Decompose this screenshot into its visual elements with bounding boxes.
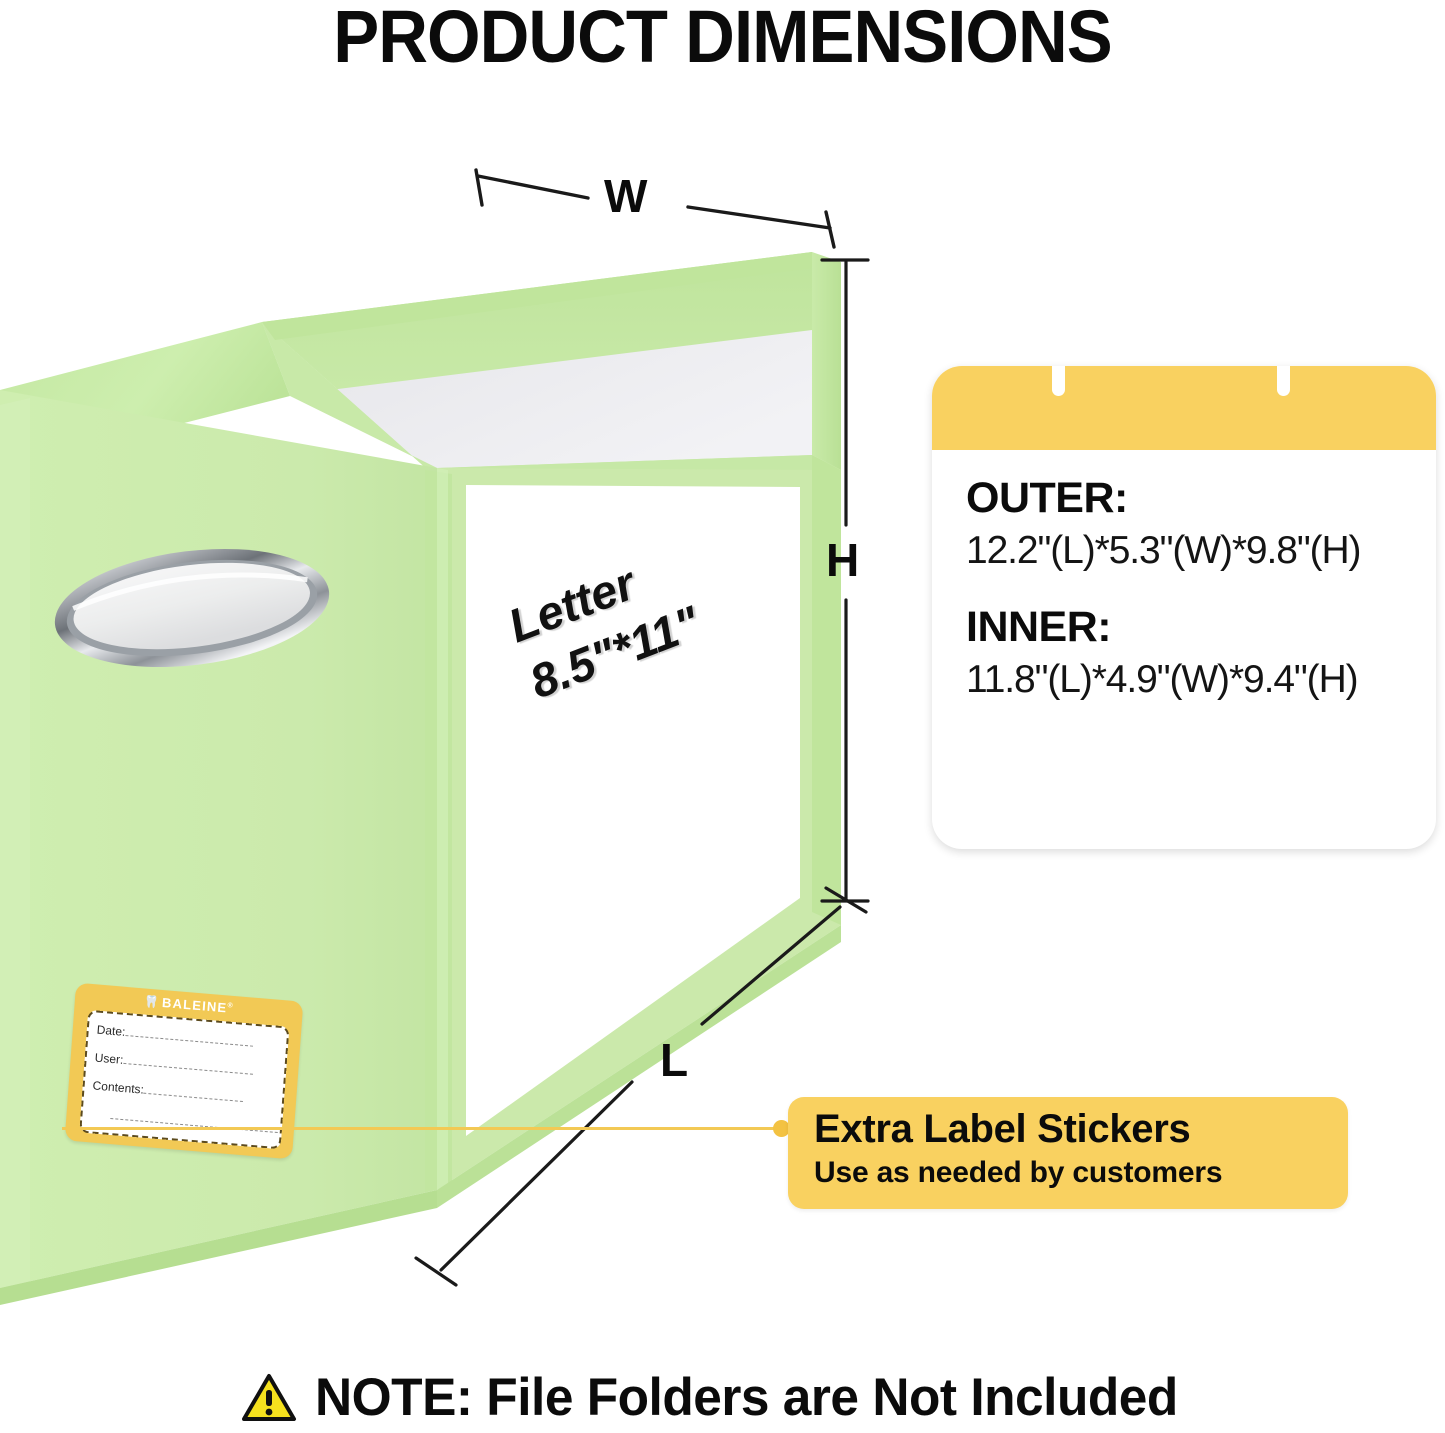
sticker-field-user: User: [94, 1051, 279, 1084]
dimension-label-length: L [660, 1034, 689, 1086]
sticker-field-user-label: User: [94, 1050, 124, 1067]
label-sticker: 🦷BALEINE® Date: User: Contents: [64, 982, 304, 1160]
sticker-field-contents-rule [143, 1083, 244, 1103]
sticker-field-extra-rule-row [90, 1106, 279, 1139]
outer-dimensions-value: 12.2"(L)*5.3"(W)*9.8"(H) [966, 529, 1362, 572]
page-title: PRODUCT DIMENSIONS [333, 0, 1112, 78]
callout-leader-line [62, 1127, 786, 1130]
folder-notch-right-icon [1277, 366, 1290, 396]
callout-title: Extra Label Stickers [814, 1107, 1191, 1151]
callout-leader-dot [773, 1120, 790, 1137]
sticker-field-contents-label: Contents: [92, 1078, 145, 1097]
note-row: NOTE: File Folders are Not Included [0, 1367, 1445, 1428]
info-card-header [932, 366, 1436, 450]
dimensions-info-card: OUTER: 12.2"(L)*5.3"(W)*9.8"(H) INNER: 1… [932, 366, 1436, 849]
note-text: NOTE: File Folders are Not Included [314, 1368, 1178, 1427]
registered-mark: ® [227, 1002, 235, 1010]
sticker-field-contents: Contents: [92, 1078, 277, 1111]
warning-triangle-icon [241, 1373, 297, 1428]
outer-dimensions-label: OUTER: [966, 474, 1128, 522]
folder-notch-left-icon [1052, 366, 1065, 396]
inner-dimensions-label: INNER: [966, 603, 1112, 651]
whale-tail-icon: 🦷 [143, 994, 161, 1010]
sticker-field-date-label: Date: [96, 1022, 126, 1039]
inner-dimensions-value: 11.8"(L)*4.9"(W)*9.4"(H) [966, 658, 1359, 701]
info-card-body: OUTER: 12.2"(L)*5.3"(W)*9.8"(H) INNER: 1… [966, 474, 1416, 702]
dimension-label-height: H [826, 534, 860, 586]
brand-name: BALEINE [161, 994, 228, 1016]
dimension-label-width: W [604, 170, 648, 222]
sticker-field-date: Date: [96, 1023, 281, 1056]
callout-subtitle: Use as needed by customers [814, 1156, 1223, 1189]
extra-stickers-callout: Extra Label Stickers Use as needed by cu… [788, 1097, 1348, 1209]
sticker-field-date-rule [125, 1025, 254, 1047]
sticker-field-user-rule [123, 1053, 254, 1075]
